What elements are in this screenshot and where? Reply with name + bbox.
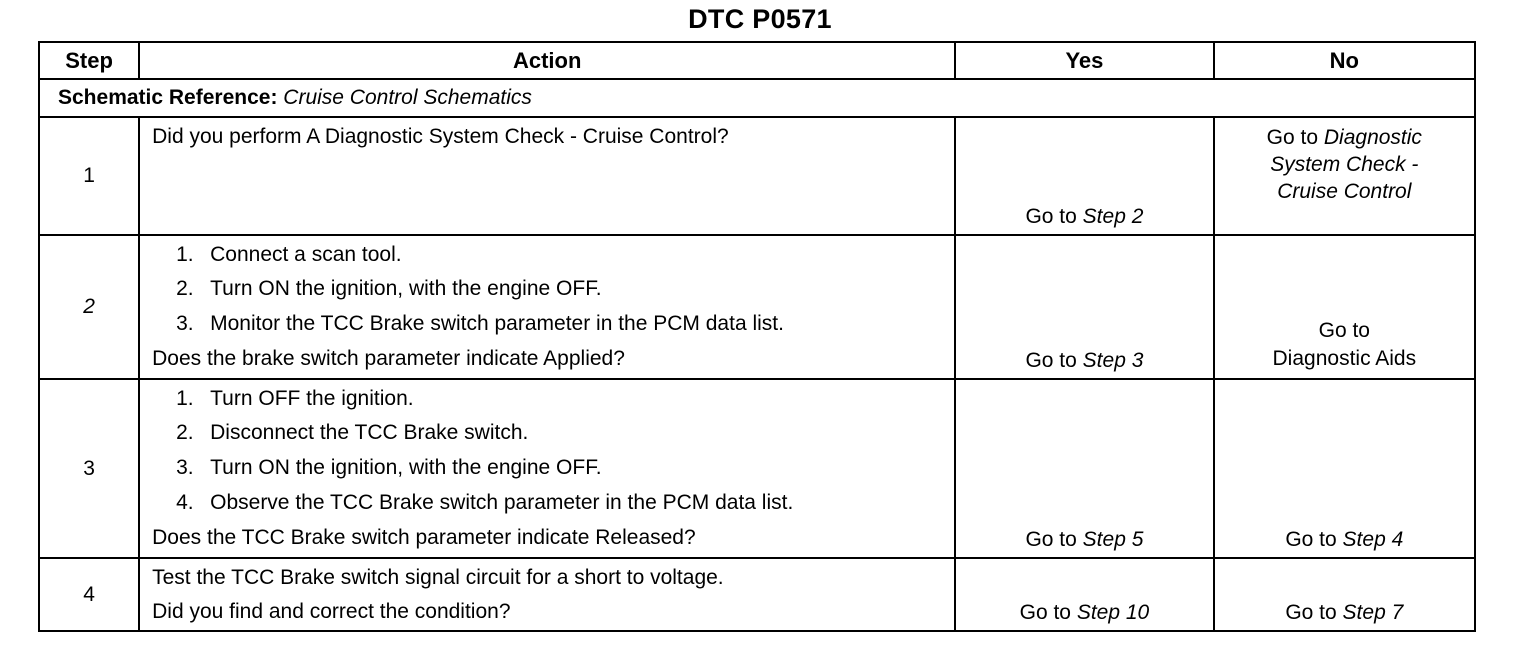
action-line: Test the TCC Brake switch signal circuit… — [152, 566, 724, 589]
action-item: 1.Connect a scan tool. — [176, 243, 402, 266]
no-target-line-3: Cruise Control — [1277, 180, 1412, 203]
action-item: 2.Disconnect the TCC Brake switch. — [176, 421, 529, 444]
header-no: No — [1212, 41, 1477, 80]
step-number: 3 — [37, 378, 141, 559]
no-target: Step 7 — [1342, 601, 1404, 624]
yes-prefix: Go to — [1025, 528, 1077, 551]
action-question: Did you find and correct the condition? — [152, 600, 511, 623]
action-question: Does the TCC Brake switch parameter indi… — [152, 526, 696, 549]
no-target: Step 4 — [1342, 528, 1404, 551]
schematic-reference: Schematic Reference: Cruise Control Sche… — [38, 78, 1476, 118]
yes-prefix: Go to — [1025, 205, 1077, 228]
schematic-label: Schematic Reference: — [58, 86, 278, 109]
yes-prefix: Go to — [1019, 601, 1071, 624]
action-item: 3.Monitor the TCC Brake switch parameter… — [176, 312, 784, 335]
step-number: 2 — [37, 234, 141, 380]
action-cell: 1.Turn OFF the ignition. 2.Disconnect th… — [138, 378, 957, 559]
header-row: Step Action Yes No — [37, 41, 1477, 80]
yes-target: Step 5 — [1082, 528, 1144, 551]
action-item: 2.Turn ON the ignition, with the engine … — [176, 277, 602, 300]
action-cell: 1.Connect a scan tool. 2.Turn ON the ign… — [138, 234, 957, 380]
action-item: 4.Observe the TCC Brake switch parameter… — [176, 491, 794, 514]
action-question: Does the brake switch parameter indicate… — [152, 347, 625, 370]
yes-cell: Go to Step 5 — [954, 378, 1215, 559]
no-prefix: Go to — [1285, 528, 1337, 551]
no-line-2: Diagnostic Aids — [1272, 347, 1417, 370]
yes-target: Step 10 — [1076, 601, 1150, 624]
step-number: 4 — [37, 557, 141, 632]
table-row: 1 Did you perform A Diagnostic System Ch… — [37, 116, 1477, 236]
step-number: 1 — [37, 116, 141, 236]
no-prefix: Go to — [1285, 601, 1337, 624]
schematic-row: Schematic Reference: Cruise Control Sche… — [38, 78, 1476, 118]
yes-target: Step 2 — [1082, 205, 1144, 228]
table-row: 2 1.Connect a scan tool. 2.Turn ON the i… — [37, 234, 1477, 380]
header-action: Action — [138, 41, 957, 80]
yes-cell: Go to Step 10 — [954, 557, 1215, 632]
action-item: 1.Turn OFF the ignition. — [176, 387, 414, 410]
header-yes: Yes — [954, 41, 1215, 80]
schematic-link: Cruise Control Schematics — [283, 86, 532, 109]
action-cell: Test the TCC Brake switch signal circuit… — [138, 557, 957, 632]
yes-target: Step 3 — [1082, 349, 1144, 372]
action-question: Did you perform A Diagnostic System Chec… — [152, 125, 729, 148]
yes-cell: Go to Step 3 — [954, 234, 1215, 380]
no-cell: Go to Step 4 — [1212, 378, 1477, 559]
header-step: Step — [37, 41, 141, 80]
table-row: 3 1.Turn OFF the ignition. 2.Disconnect … — [37, 378, 1477, 559]
yes-cell: Go to Step 2 — [954, 116, 1215, 236]
table-row: 4 Test the TCC Brake switch signal circu… — [37, 557, 1477, 632]
diagnostic-table: Step Action Yes No Schematic Reference: … — [37, 41, 1477, 632]
action-item: 3.Turn ON the ignition, with the engine … — [176, 456, 602, 479]
no-cell: Go to Step 7 — [1212, 557, 1477, 632]
no-cell: Go to Diagnostic Aids — [1212, 234, 1477, 380]
action-cell: Did you perform A Diagnostic System Chec… — [138, 116, 957, 236]
page-title: DTC P0571 — [688, 4, 832, 34]
no-prefix: Go to — [1266, 126, 1319, 149]
no-line-1: Go to — [1318, 319, 1370, 342]
no-target-line-1: Diagnostic — [1323, 126, 1422, 149]
no-target-line-2: System Check - — [1270, 153, 1419, 176]
yes-prefix: Go to — [1025, 349, 1077, 372]
